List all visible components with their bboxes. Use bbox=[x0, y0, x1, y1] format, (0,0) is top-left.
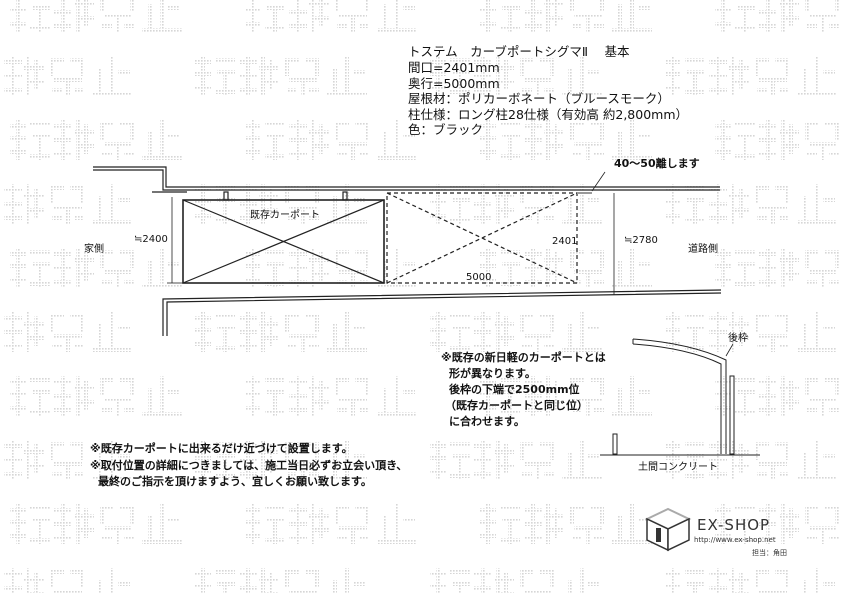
spec-color: 色：ブラック bbox=[408, 122, 483, 137]
dim-new-depth: 5000 bbox=[466, 272, 491, 283]
watermark-stamp bbox=[195, 56, 367, 96]
watermark-stamp bbox=[715, 120, 839, 160]
plan-view bbox=[93, 166, 722, 336]
note-1: ※既存カーポートに出来るだけ近づけて設置します。 bbox=[90, 441, 353, 455]
watermark-stamp bbox=[245, 120, 417, 160]
side-view bbox=[600, 338, 760, 456]
watermark-stamp bbox=[4, 440, 132, 480]
side-note-line: に合わせます。 bbox=[449, 414, 525, 428]
note-3: 最終のご指示を頂けますよう、宜しくお願い致します。 bbox=[98, 474, 372, 488]
watermark-stamp bbox=[4, 184, 132, 224]
staff-label: 担当：角田 bbox=[752, 548, 787, 557]
dim-new-width: 2401 bbox=[552, 236, 577, 247]
side-note-line: （既存カーポートと同じ位） bbox=[445, 398, 588, 412]
ex-shop-logo: EX-SHOP http://www.ex-shop.net 担当：角田 bbox=[644, 507, 787, 557]
watermark-stamp bbox=[245, 376, 417, 416]
house-side-label: 家側 bbox=[84, 242, 104, 255]
spec-pillar: 柱仕様：ロング柱28仕様（有効高 約2,800mm） bbox=[408, 107, 688, 122]
side-note: ※既存の新日軽のカーポートとは 形が異なります。 後枠の下端で2500mm位 （… bbox=[441, 350, 606, 428]
note-2: ※取付位置の詳細につきましては、施工当日必ずお立会い頂き、 bbox=[90, 458, 407, 472]
logo-name: EX-SHOP bbox=[697, 516, 770, 534]
watermark-stamp bbox=[715, 376, 839, 416]
watermark-stamp bbox=[245, 248, 417, 288]
watermark-stamp bbox=[10, 504, 182, 544]
watermark-stamp bbox=[195, 312, 367, 352]
side-note-line: 後枠の下端で2500mm位 bbox=[449, 382, 580, 396]
dim-total: ≒2780 bbox=[624, 235, 658, 246]
watermark-stamp bbox=[4, 56, 132, 96]
side-note-line: ※既存の新日軽のカーポートとは bbox=[441, 350, 606, 364]
watermark-stamp bbox=[195, 568, 365, 594]
watermark-stamp bbox=[10, 120, 182, 160]
gap-note: 40～50離します bbox=[614, 156, 700, 170]
watermark-stamp bbox=[4, 568, 130, 594]
watermark-stamp bbox=[715, 504, 839, 544]
ground-label: 土間コンクリート bbox=[638, 460, 718, 473]
watermark-stamp bbox=[480, 376, 652, 416]
watermark-stamp bbox=[10, 248, 182, 288]
spec-title: トステム カーブポートシグマⅡ 基本 bbox=[408, 44, 630, 59]
watermark-stamp bbox=[665, 568, 835, 594]
watermark-stamp bbox=[480, 504, 652, 544]
watermark-stamp bbox=[665, 440, 837, 480]
watermark-stamp bbox=[715, 0, 839, 32]
rear-frame-label: 後枠 bbox=[728, 331, 748, 344]
watermark-stamp bbox=[430, 56, 602, 96]
watermark-stamp bbox=[480, 248, 652, 288]
watermark-stamp bbox=[430, 312, 602, 352]
watermark-stamp bbox=[480, 0, 652, 32]
watermark-stamp bbox=[10, 376, 182, 416]
watermark-stamp bbox=[715, 248, 839, 288]
side-note-line: 形が異なります。 bbox=[449, 366, 536, 380]
existing-carport-label: 既存カーポート bbox=[250, 208, 320, 221]
watermark-stamp bbox=[665, 56, 837, 96]
spec-roof: 屋根材：ポリカーボネート（ブルースモーク） bbox=[408, 91, 670, 106]
watermark-stamp bbox=[430, 568, 600, 594]
watermark-stamp bbox=[195, 440, 367, 480]
watermark-stamp bbox=[430, 184, 602, 224]
dim-existing-width: ≒2400 bbox=[134, 234, 168, 245]
watermark-stamp bbox=[245, 504, 417, 544]
watermark-stamp bbox=[4, 312, 132, 352]
watermark-stamp bbox=[665, 184, 837, 224]
spec-width: 間口=2401mm bbox=[408, 60, 500, 75]
watermark-stamp bbox=[665, 312, 837, 352]
watermark-stamp bbox=[245, 0, 417, 32]
logo-url: http://www.ex-shop.net bbox=[694, 536, 776, 544]
watermark-stamp bbox=[480, 120, 652, 160]
spec-depth: 奥行=5000mm bbox=[408, 76, 500, 91]
watermark-stamp bbox=[10, 0, 182, 32]
road-side-label: 道路側 bbox=[688, 242, 718, 255]
watermark-stamp bbox=[430, 440, 602, 480]
